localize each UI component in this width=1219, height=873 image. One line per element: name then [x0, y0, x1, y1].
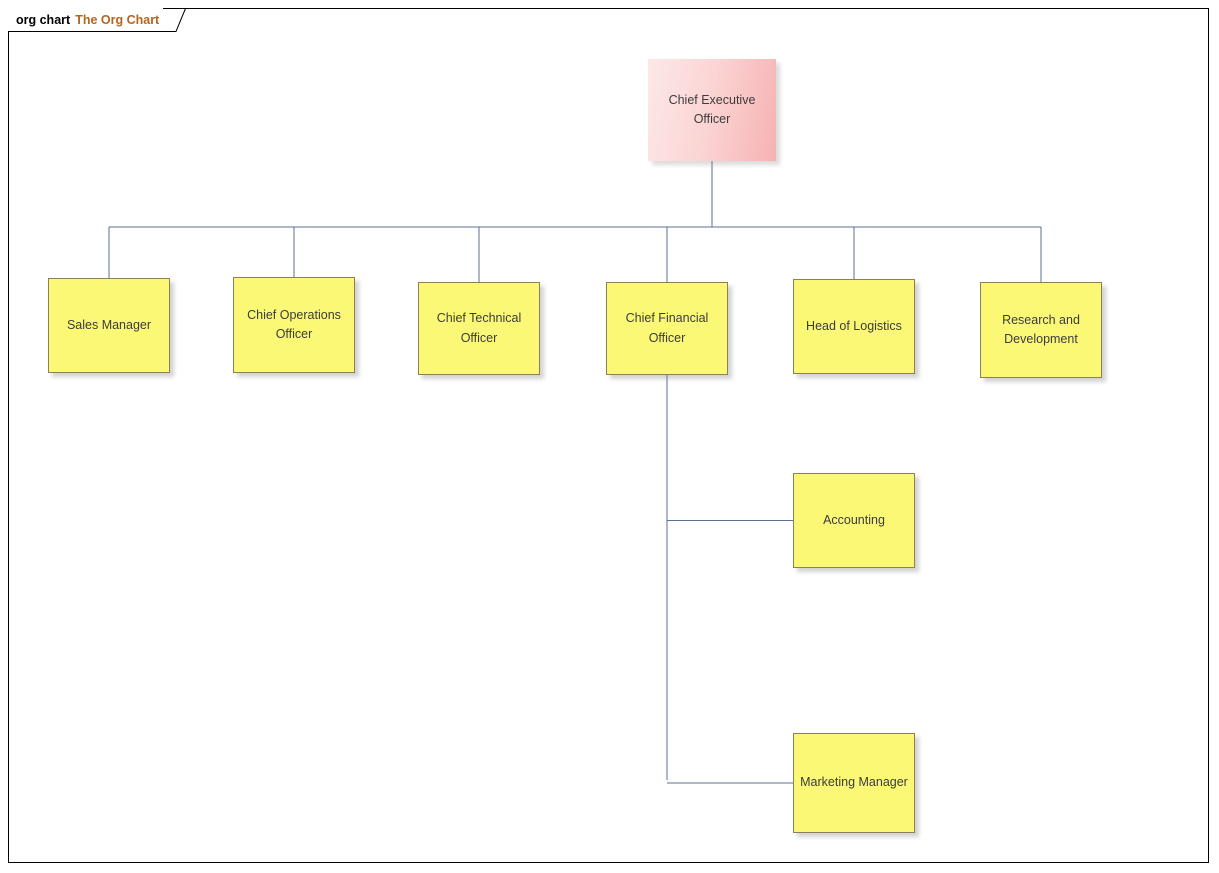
- diagram-title-name: The Org Chart: [75, 12, 160, 27]
- org-node-label: Chief Technical Officer: [436, 311, 522, 345]
- title-tab-slant-edge: [160, 8, 186, 32]
- org-node-cfo[interactable]: Chief Financial Officer: [606, 282, 728, 375]
- org-node-label: Chief Financial Officer: [625, 311, 709, 345]
- org-node-cto[interactable]: Chief Technical Officer: [418, 282, 540, 375]
- diagram-title-tab[interactable]: org chart The Org Chart: [8, 8, 164, 32]
- org-node-label: Head of Logistics: [806, 318, 902, 333]
- diagram-frame: [8, 8, 1209, 863]
- org-node-marketing[interactable]: Marketing Manager: [793, 733, 915, 833]
- org-node-rnd[interactable]: Research and Development: [980, 282, 1102, 378]
- org-node-label: Chief Operations Officer: [247, 307, 341, 341]
- org-node-label: Marketing Manager: [800, 775, 908, 790]
- diagram-title-prefix: org chart: [16, 12, 71, 27]
- org-node-label: Chief Executive Officer: [668, 92, 756, 126]
- org-node-sales[interactable]: Sales Manager: [48, 278, 170, 373]
- org-node-logistics[interactable]: Head of Logistics: [793, 279, 915, 374]
- org-node-label: Research and Development: [1002, 312, 1080, 346]
- org-node-ceo[interactable]: Chief Executive Officer: [648, 59, 776, 161]
- org-node-accounting[interactable]: Accounting: [793, 473, 915, 568]
- org-node-coo[interactable]: Chief Operations Officer: [233, 277, 355, 373]
- org-node-label: Accounting: [823, 512, 885, 527]
- org-node-label: Sales Manager: [66, 317, 152, 332]
